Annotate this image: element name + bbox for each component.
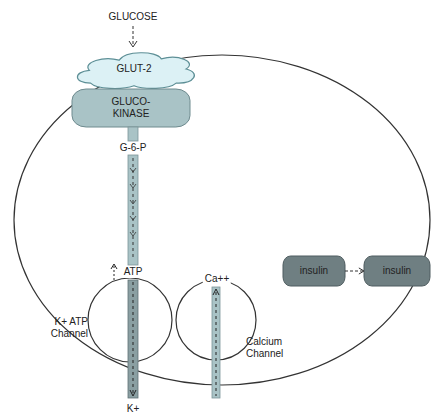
- channel-circle-path: [88, 278, 172, 362]
- atp-rise-arrow: [114, 266, 115, 280]
- metabolite-label: G-6-P: [118, 142, 149, 154]
- ion-label: Ca++: [203, 273, 231, 285]
- node-text: GLUT-2: [116, 63, 151, 75]
- pathway-chevrons: [130, 168, 136, 236]
- channel-circle-outline: [88, 278, 172, 362]
- cell-membrane: [14, 55, 430, 385]
- transporter-cloud: GLUT-2: [72, 47, 196, 91]
- potassium-arrow-head: [130, 390, 136, 396]
- channel-circle: Calcium Channel: [176, 280, 256, 360]
- ion-label: K+: [125, 403, 142, 415]
- flow-arrow: [345, 268, 364, 274]
- insulin-box: insulin: [364, 256, 430, 286]
- pathway-arrow: [133, 158, 134, 260]
- pathway-band: [128, 127, 138, 141]
- potassium-band: [128, 280, 138, 398]
- glucose-arrow-head: [129, 41, 137, 47]
- enzyme-box-path: [72, 89, 190, 127]
- transporter-cloud-path: [77, 53, 194, 89]
- channel-circle-outline: [176, 280, 256, 360]
- calcium-arrow-head: [213, 289, 219, 295]
- calcium-band: [212, 287, 220, 398]
- node-text: insulin: [300, 265, 328, 277]
- arrow-head: [359, 268, 364, 274]
- pathway-band: [128, 155, 138, 265]
- node-text: GLUCO- KINASE: [101, 96, 161, 120]
- channel-circle: K+ ATP Channel: [88, 278, 172, 362]
- node-text: insulin: [383, 265, 411, 277]
- insulin-box-path: [283, 256, 345, 286]
- insulin-box-path: [364, 256, 430, 286]
- channel-label: Calcium Channel: [246, 336, 302, 360]
- channel-label: K+ ATP Channel: [44, 316, 88, 340]
- atp-rise-head: [111, 264, 117, 269]
- glucose-arrow: [133, 26, 134, 44]
- potassium-arrow: [133, 282, 134, 394]
- flow-line: [345, 271, 364, 272]
- metabolite-label: ATP: [122, 266, 145, 278]
- substrate-label: GLUCOSE: [107, 11, 160, 23]
- channel-circle-path: [176, 280, 256, 360]
- insulin-box: insulin: [283, 256, 345, 286]
- calcium-arrow: [216, 292, 217, 396]
- enzyme-box: GLUCO- KINASE: [72, 89, 190, 127]
